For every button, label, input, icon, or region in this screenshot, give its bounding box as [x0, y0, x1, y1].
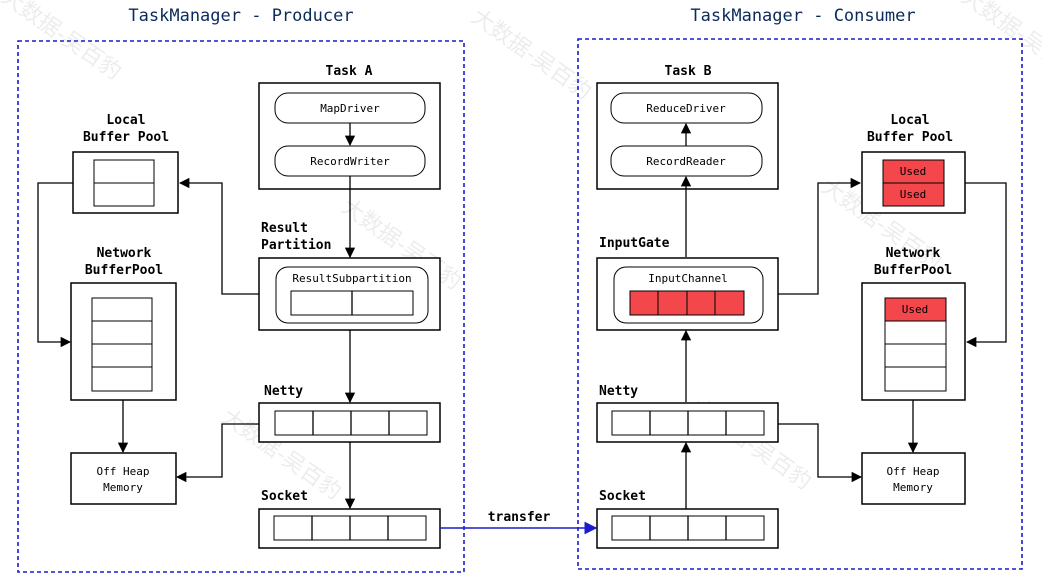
buffer-slot [91, 343, 153, 368]
used-label: Used [902, 303, 929, 316]
record-writer-label: RecordWriter [310, 155, 390, 168]
used-buffer-slot [882, 182, 945, 207]
consumer-frame [577, 38, 1023, 570]
consumer-socket-label: Socket [599, 489, 646, 504]
reduce-driver-label: ReduceDriver [646, 102, 726, 115]
buffer-slot [93, 159, 155, 184]
record-reader-label: RecordReader [646, 155, 726, 168]
buffer-slot [91, 366, 153, 392]
result-partition-label-line1: Result [261, 221, 308, 236]
used-label: Used [900, 188, 927, 201]
buffer-slot [884, 366, 947, 392]
producer-frame [17, 40, 465, 573]
producer-title: TaskManager - Producer [128, 6, 353, 26]
consumer-local-pool-label-line1: Local [890, 113, 929, 128]
used-buffer-cell [629, 290, 659, 316]
map-driver-label: MapDriver [320, 102, 380, 115]
consumer-title: TaskManager - Consumer [690, 6, 915, 26]
producer-socket-label: Socket [261, 489, 308, 504]
producer-network-pool-label-line1: Network [97, 246, 152, 261]
producer-offheap-label-line2: Memory [103, 481, 143, 494]
task-a-title: Task A [326, 64, 373, 79]
watermark-text: 大数据-吴百豹 [0, 0, 126, 85]
watermark-text: 大数据-吴百豹 [957, 0, 1042, 85]
buffer-slot [93, 182, 155, 207]
consumer-network-pool-label-line1: Network [886, 246, 941, 261]
consumer-local-pool-label-line2: Buffer Pool [867, 130, 953, 145]
producer-offheap-box [70, 452, 177, 505]
used-buffer-cell [714, 290, 745, 316]
producer-offheap-label-line1: Off Heap [97, 465, 150, 478]
input-gate-label: InputGate [599, 236, 670, 251]
result-partition-label-line2: Partition [261, 238, 331, 253]
watermark-text: 大数据-吴百豹 [467, 4, 596, 105]
consumer-offheap-label-line2: Memory [893, 481, 933, 494]
input-channel-label: InputChannel [648, 272, 727, 285]
buffer-slot [884, 343, 947, 368]
used-label: Used [900, 165, 927, 178]
buffer-slot [91, 297, 153, 322]
consumer-offheap-box [861, 452, 966, 505]
transfer-label: transfer [488, 510, 551, 525]
producer-local-pool-label-line2: Buffer Pool [83, 130, 169, 145]
task-b-title: Task B [665, 64, 712, 79]
consumer-offheap-label-line1: Off Heap [887, 465, 940, 478]
consumer-netty-label: Netty [599, 384, 638, 399]
used-buffer-cell [657, 290, 688, 316]
used-buffer-cell [686, 290, 716, 316]
buffer-slot [884, 320, 947, 345]
consumer-network-pool-label-line2: BufferPool [874, 263, 952, 278]
producer-network-pool-label-line2: BufferPool [85, 263, 163, 278]
producer-local-pool-label-line1: Local [106, 113, 145, 128]
buffer-slot [91, 320, 153, 345]
producer-netty-label: Netty [264, 384, 303, 399]
result-subpartition-label: ResultSubpartition [292, 272, 411, 285]
